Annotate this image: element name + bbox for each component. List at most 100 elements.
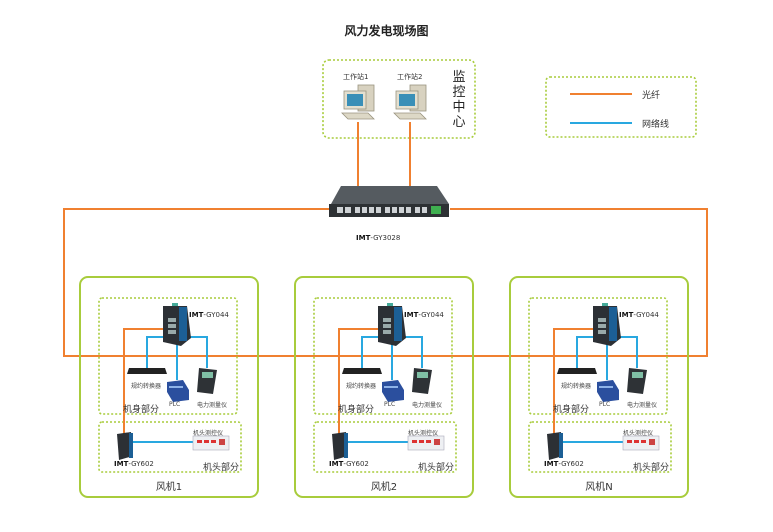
head-switch-brand: IMT <box>114 460 129 468</box>
body-switch-brand: IMT <box>404 311 419 319</box>
body-switch-icon <box>163 303 191 346</box>
body-switch-label: IMT-GY044 <box>619 311 659 319</box>
head-controller-icon <box>622 435 660 451</box>
head-section-frame <box>313 421 457 473</box>
power-meter-icon <box>627 368 647 394</box>
core-switch-model: -GY3028 <box>370 234 401 242</box>
plc-label: PLC <box>384 401 396 408</box>
power-meter-label: 电力测量仪 <box>412 402 443 409</box>
body-section-label: 机身部分 <box>338 405 375 415</box>
monitoring-center-char: 心 <box>452 115 466 130</box>
network-to-converter <box>576 336 597 368</box>
head-controller-icon <box>192 435 230 451</box>
body-switch-icon <box>378 303 406 346</box>
turbine-wiring <box>79 276 259 498</box>
body-section-label: 机身部分 <box>123 405 160 415</box>
legend-frame <box>545 76 697 138</box>
turbine-frame <box>294 276 474 498</box>
head-section-frame <box>98 421 242 473</box>
monitoring-center-frame <box>322 59 476 139</box>
protocol-converter-icon <box>342 368 382 374</box>
body-switch-model: -GY044 <box>633 311 659 319</box>
body-switch-brand: IMT <box>619 311 634 319</box>
head-switch-label: IMT-GY602 <box>114 460 154 468</box>
head-switch-icon <box>547 432 563 460</box>
fiber-ring <box>63 208 708 357</box>
plc-icon <box>167 380 189 402</box>
turbine-name: 风机1 <box>155 482 183 493</box>
head-switch-model: -GY602 <box>558 460 584 468</box>
power-meter-icon <box>412 368 432 394</box>
body-section-frame <box>528 297 668 415</box>
head-section-label: 机头部分 <box>633 463 670 473</box>
network-to-converter <box>146 336 167 368</box>
body-switch-model: -GY044 <box>418 311 444 319</box>
plc-icon <box>597 380 619 402</box>
core-switch-label: IMT-GY3028 <box>356 234 400 242</box>
turbine-wiring <box>294 276 474 498</box>
head-controller-label: 机头测控仪 <box>193 430 224 437</box>
turbine-frame <box>509 276 689 498</box>
body-switch-brand: IMT <box>189 311 204 319</box>
plc-label: PLC <box>599 401 611 408</box>
power-meter-label: 电力测量仪 <box>627 402 658 409</box>
turbine-name: 风机2 <box>370 482 398 493</box>
plc-label: PLC <box>169 401 181 408</box>
head-switch-icon <box>117 432 133 460</box>
turbine-wiring <box>509 276 689 498</box>
fiber-body-to-head <box>553 328 597 436</box>
legend-fiber-label: 光纤 <box>642 91 661 101</box>
turbine-group-2: IMT-GY044 规约转换器 PLC 电力测量仪 机身部分 机头测控仪 IMT… <box>294 276 474 498</box>
body-switch-icon <box>593 303 621 346</box>
body-section-frame <box>98 297 238 415</box>
monitoring-center-char: 监 <box>452 70 466 85</box>
workstation-2-label: 工作站2 <box>397 73 423 81</box>
network-to-meter <box>617 336 638 368</box>
fiber-body-to-head <box>123 328 167 436</box>
protocol-converter-label: 规约转换器 <box>346 383 377 390</box>
plc-icon <box>382 380 404 402</box>
head-switch-model: -GY602 <box>343 460 369 468</box>
body-switch-label: IMT-GY044 <box>189 311 229 319</box>
network-to-converter <box>361 336 382 368</box>
protocol-converter-icon <box>127 368 167 374</box>
head-switch-label: IMT-GY602 <box>544 460 584 468</box>
body-switch-model: -GY044 <box>203 311 229 319</box>
workstation-1-computer-icon[interactable] <box>340 83 382 125</box>
turbine-frame <box>79 276 259 498</box>
workstation-2-computer-icon[interactable] <box>392 83 434 125</box>
head-switch-brand: IMT <box>329 460 344 468</box>
head-controller-icon <box>407 435 445 451</box>
monitoring-center-char: 中 <box>452 100 466 115</box>
body-switch-label: IMT-GY044 <box>404 311 444 319</box>
power-meter-icon <box>197 368 217 394</box>
diagram-title: 风力发电现场图 <box>344 24 429 38</box>
power-meter-label: 电力测量仪 <box>197 402 228 409</box>
head-controller-label: 机头测控仪 <box>623 430 654 437</box>
head-controller-label: 机头测控仪 <box>408 430 439 437</box>
turbine-group-1: IMT-GY044 规约转换器 PLC 电力测量仪 机身部分 机头测控仪 IMT… <box>79 276 259 498</box>
monitoring-center-char: 控 <box>452 85 466 100</box>
core-switch-device[interactable] <box>327 186 451 226</box>
legend-network-label: 网络线 <box>642 120 670 130</box>
network-to-meter <box>402 336 423 368</box>
body-section-frame <box>313 297 453 415</box>
core-switch-brand: IMT <box>356 234 371 242</box>
network-to-meter <box>187 336 208 368</box>
head-section-label: 机头部分 <box>203 463 240 473</box>
monitoring-center-label: 监 控 中 心 <box>452 70 466 130</box>
head-switch-label: IMT-GY602 <box>329 460 369 468</box>
protocol-converter-label: 规约转换器 <box>561 383 592 390</box>
head-section-frame <box>528 421 672 473</box>
turbine-name: 风机N <box>585 482 613 493</box>
fiber-body-to-head <box>338 328 382 436</box>
head-switch-model: -GY602 <box>128 460 154 468</box>
turbine-group-3: IMT-GY044 规约转换器 PLC 电力测量仪 机身部分 机头测控仪 IMT… <box>509 276 689 498</box>
head-switch-brand: IMT <box>544 460 559 468</box>
head-section-label: 机头部分 <box>418 463 455 473</box>
protocol-converter-label: 规约转换器 <box>131 383 162 390</box>
workstation-1-label: 工作站1 <box>343 73 369 81</box>
head-switch-icon <box>332 432 348 460</box>
protocol-converter-icon <box>557 368 597 374</box>
